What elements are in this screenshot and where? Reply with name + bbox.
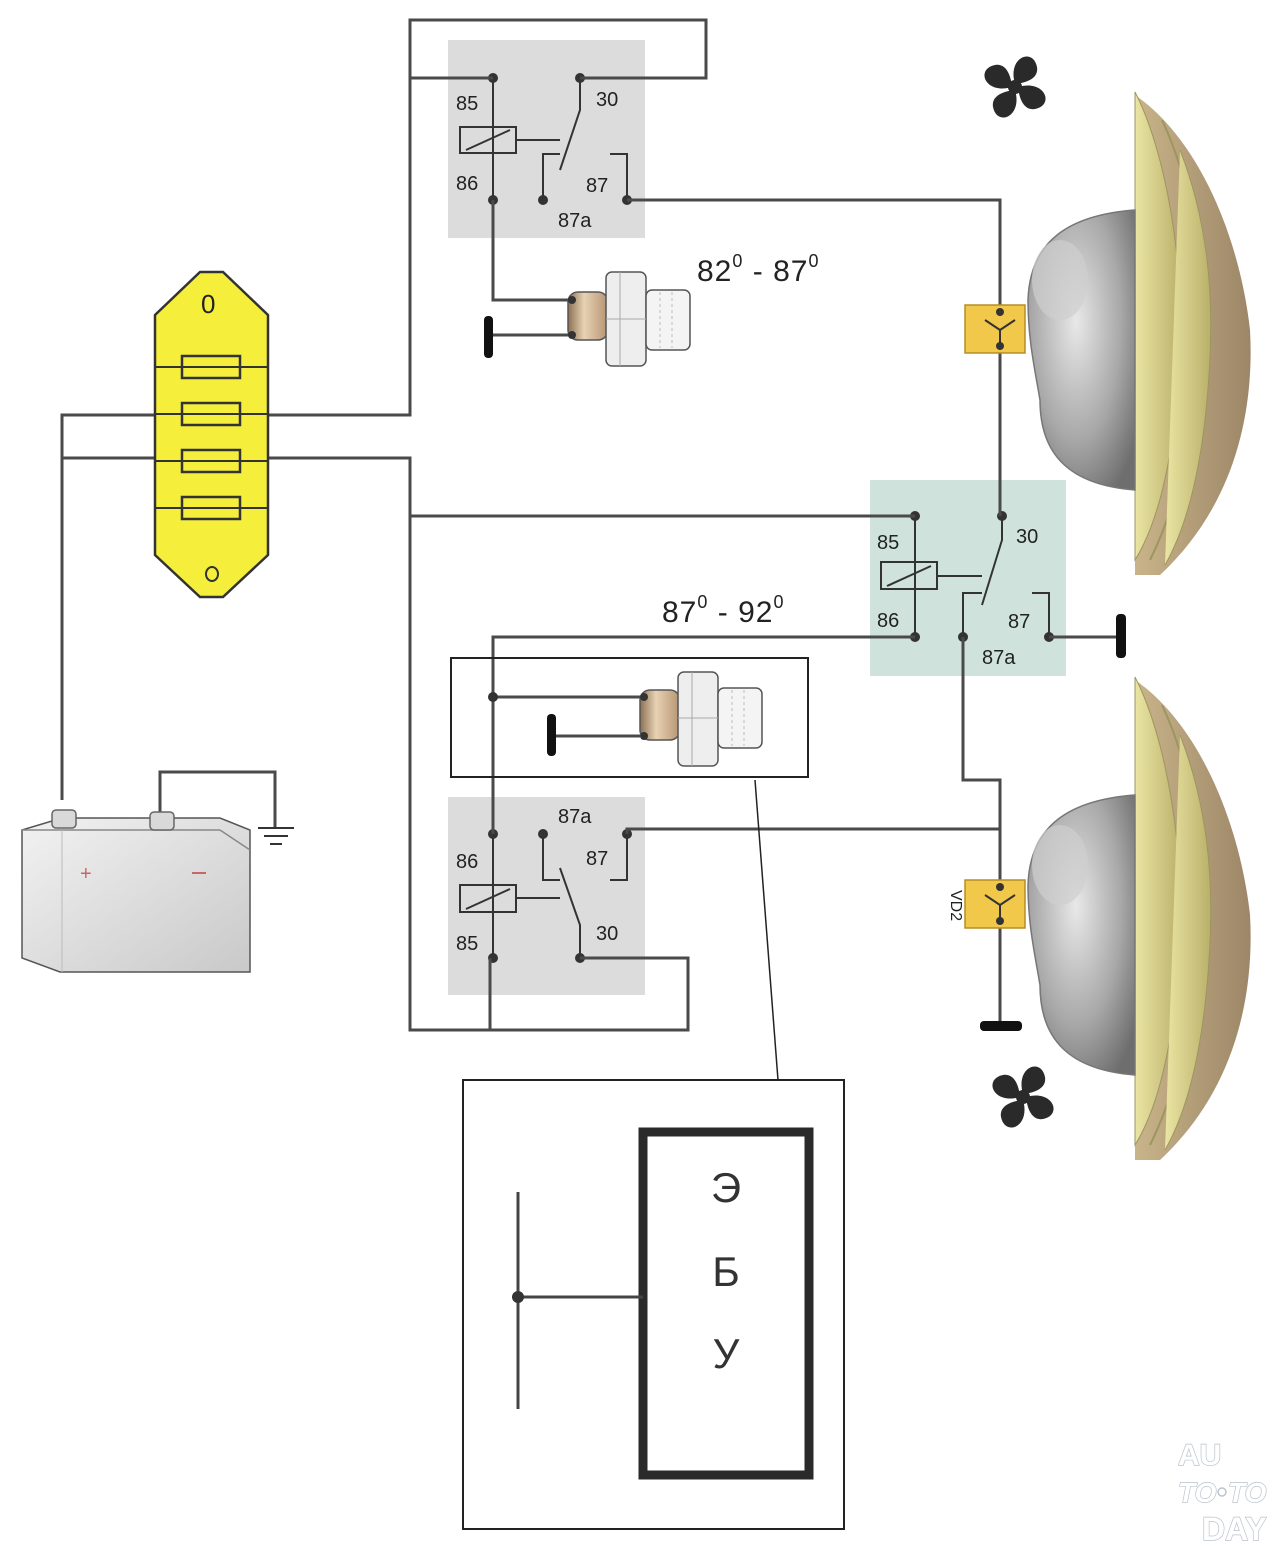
middle-relay-pin86: 86 — [877, 610, 899, 632]
bottom-relay-body — [448, 797, 645, 995]
ecu-letter-3: У — [713, 1330, 740, 1377]
temperature-sensor-2 — [639, 671, 763, 767]
ground-mark-sensor-2 — [547, 714, 556, 756]
middle-relay-pin87: 87 — [1008, 611, 1030, 633]
bottom-relay-pin87a: 87a — [558, 806, 592, 828]
top-relay-pin85: 85 — [456, 93, 478, 115]
bottom-relay: 86 87a 87 85 30 — [448, 797, 645, 995]
fuse-block-hole — [205, 566, 219, 582]
temperature-sensor-1 — [567, 271, 691, 367]
svg-text:0: 0 — [201, 289, 215, 319]
sensor-2-temp-label: 870 - 920 — [662, 592, 784, 629]
middle-relay-pin85: 85 — [877, 532, 899, 554]
bottom-relay-pin30: 30 — [596, 923, 618, 945]
top-relay-pin30: 30 — [596, 89, 618, 111]
svg-text:TO: TO — [1228, 1477, 1267, 1508]
ecu-letter-2: Б — [712, 1248, 740, 1295]
battery: + — [21, 809, 251, 973]
middle-relay: 85 30 86 87 87a — [870, 480, 1066, 676]
bottom-relay-pin87: 87 — [586, 848, 608, 870]
ecu-letter-1: Э — [711, 1164, 741, 1211]
top-relay-pin86: 86 — [456, 173, 478, 195]
ground-mark-relay — [1116, 614, 1126, 658]
fan-motor-1 — [1027, 91, 1251, 575]
battery-terminal-positive — [51, 809, 77, 829]
fuse-4 — [155, 495, 268, 521]
top-relay: 85 30 86 87 87a — [448, 40, 645, 238]
ground-symbol-battery — [258, 827, 294, 845]
bottom-relay-pin86: 86 — [456, 851, 478, 873]
ground-mark-sensor-1 — [484, 316, 493, 358]
battery-terminal-negative — [149, 811, 175, 831]
top-relay-pin87a: 87a — [558, 210, 592, 232]
middle-relay-body — [870, 480, 1066, 676]
ecu-unit — [638, 1127, 814, 1480]
fuse-1 — [155, 354, 268, 380]
top-relay-pin87: 87 — [586, 175, 608, 197]
bottom-relay-pin85: 85 — [456, 933, 478, 955]
fan-icon — [992, 1066, 1054, 1128]
middle-relay-pin87a: 87a — [982, 647, 1016, 669]
diode-label: VD2 — [947, 890, 964, 921]
watermark-logo: AU TO TO DAY — [1177, 1438, 1267, 1547]
battery-plus-mark: + — [80, 863, 92, 885]
svg-text:DAY: DAY — [1202, 1511, 1267, 1547]
diode-fan-2 — [964, 879, 1026, 929]
svg-text:AU: AU — [1178, 1439, 1221, 1472]
diode-fan-1 — [964, 304, 1026, 354]
sensor-1-temp-label: 820 - 870 — [697, 251, 819, 288]
fuse-3 — [155, 448, 268, 474]
ground-mark-fan-2 — [980, 1021, 1022, 1031]
sensor-2-housing-box — [450, 657, 809, 778]
fan-motor-2 — [1027, 676, 1251, 1160]
middle-relay-pin30: 30 — [1016, 526, 1038, 548]
svg-text:TO: TO — [1178, 1477, 1217, 1508]
fan-icon — [984, 56, 1046, 118]
fuse-2 — [155, 401, 268, 427]
fuse-block: 0 — [153, 270, 270, 599]
